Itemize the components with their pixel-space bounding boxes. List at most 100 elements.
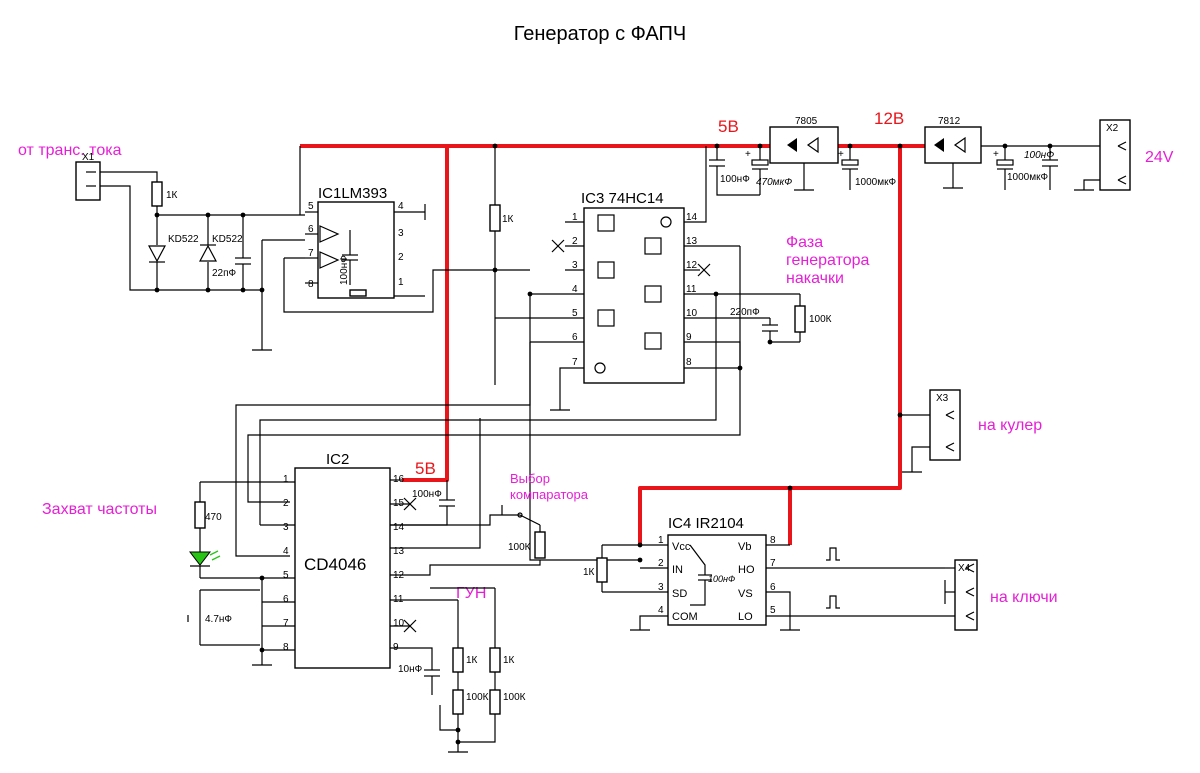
svg-text:100К: 100К <box>466 692 489 703</box>
svg-text:3: 3 <box>572 260 578 271</box>
label-24v: 24V <box>1145 149 1174 166</box>
svg-text:2: 2 <box>572 236 578 247</box>
svg-text:3: 3 <box>283 522 289 533</box>
svg-text:Vcc: Vcc <box>672 541 691 553</box>
regulator-7812[interactable] <box>924 126 982 164</box>
svg-text:1К: 1К <box>503 655 515 666</box>
svg-text:470: 470 <box>205 512 222 523</box>
ic4-body[interactable] <box>667 534 767 626</box>
comparator-switch[interactable] <box>519 514 541 526</box>
svg-text:6: 6 <box>770 582 776 593</box>
rail-12v-ic4 <box>638 146 902 545</box>
svg-text:1000мкФ: 1000мкФ <box>1007 172 1048 183</box>
svg-text:100К: 100К <box>508 542 531 553</box>
svg-text:VS: VS <box>738 588 753 600</box>
resistor-100k-comparator <box>534 531 546 559</box>
svg-text:7: 7 <box>572 357 578 368</box>
svg-text:100нФ: 100нФ <box>339 255 350 285</box>
svg-text:1: 1 <box>283 474 289 485</box>
ic1-body[interactable] <box>317 201 395 299</box>
label-5v-ic2: 5В <box>415 459 436 478</box>
input-section: X1 1К KD522 KD522 22пФ <box>75 152 305 351</box>
ic1-label: IC1LM393 <box>318 185 387 202</box>
svg-text:8: 8 <box>308 279 314 290</box>
resistor-100k-vco-2 <box>489 689 501 715</box>
cooler-section: X3 на кулер <box>897 389 1042 473</box>
resistor-470 <box>194 501 206 529</box>
svg-text:1К: 1К <box>502 214 514 225</box>
ic2-type-label: CD4046 <box>304 555 366 574</box>
connector-x3[interactable] <box>929 389 961 461</box>
ic3-body[interactable] <box>583 207 685 384</box>
diode-kd522-1 <box>148 245 166 263</box>
rail-5v-ic2 <box>402 146 449 482</box>
label-5v-top: 5В <box>718 117 739 136</box>
resistor-1k-vco-2 <box>489 647 501 673</box>
svg-text:KD522: KD522 <box>168 234 199 245</box>
svg-text:100нФ: 100нФ <box>708 574 735 584</box>
connector-x1-label: X1 <box>82 152 95 163</box>
svg-text:KD522: KD522 <box>212 234 243 245</box>
svg-text:1К: 1К <box>466 655 478 666</box>
svg-text:1: 1 <box>658 535 664 546</box>
svg-text:+: + <box>745 149 751 160</box>
svg-text:7: 7 <box>283 618 289 629</box>
label-comparator-select-1: Выбор <box>510 471 550 486</box>
regulator-7805-section: 100нФ + 470мкФ 7805 5В <box>709 116 839 196</box>
svg-text:X4: X4 <box>958 563 971 574</box>
label-12v: 12В <box>874 109 904 128</box>
output-section: X4 на ключи <box>944 559 1058 631</box>
svg-text:LO: LO <box>738 611 753 623</box>
ic2-body[interactable] <box>294 467 391 669</box>
label-to-switches: на ключи <box>990 589 1058 606</box>
svg-text:1К: 1К <box>583 567 595 578</box>
svg-text:3: 3 <box>398 228 404 239</box>
svg-text:8: 8 <box>283 642 289 653</box>
svg-text:11: 11 <box>686 284 697 295</box>
diagram-title: Генератор с ФАПЧ <box>514 23 686 45</box>
ic4-ir2104: IC4 IR2104 Vcc IN SD COM Vb HO VS LO 1 2… <box>583 485 955 631</box>
svg-text:14: 14 <box>393 522 405 533</box>
svg-text:1000мкФ: 1000мкФ <box>855 177 896 188</box>
svg-text:100нФ: 100нФ <box>720 174 750 185</box>
ic4-label: IC4 IR2104 <box>668 515 744 532</box>
svg-text:10нФ: 10нФ <box>398 664 423 675</box>
svg-text:10: 10 <box>393 618 405 629</box>
svg-text:4: 4 <box>572 284 578 295</box>
ic1-lm393: IC1LM393 5 6 7 8 4 3 2 1 100нФ <box>283 146 530 313</box>
ic3-label: IC3 74HC14 <box>581 190 664 207</box>
svg-text:4: 4 <box>658 605 664 616</box>
svg-text:+: + <box>838 149 844 160</box>
svg-text:12: 12 <box>686 260 698 271</box>
regulator-7805[interactable] <box>769 126 839 164</box>
svg-text:13: 13 <box>686 236 698 247</box>
svg-text:22пФ: 22пФ <box>212 268 237 279</box>
ic2-label: IC2 <box>326 451 349 468</box>
svg-text:3: 3 <box>658 582 664 593</box>
label-to-cooler: на кулер <box>978 417 1042 434</box>
svg-text:7812: 7812 <box>938 116 961 127</box>
svg-text:470мкФ: 470мкФ <box>756 177 792 188</box>
svg-text:7805: 7805 <box>795 116 818 127</box>
connector-x2[interactable] <box>1099 119 1131 191</box>
label-phase-2: генератора <box>786 252 870 269</box>
svg-text:5: 5 <box>572 308 578 319</box>
connector-x1[interactable] <box>75 161 101 201</box>
power-rails <box>300 144 925 545</box>
svg-text:4: 4 <box>283 546 289 557</box>
svg-text:4: 4 <box>398 201 404 212</box>
svg-text:6: 6 <box>572 332 578 343</box>
label-from-current-transformer: от транс. тока <box>18 142 122 159</box>
regulator-7812-section: 12В + 1000мкФ 7812 + 1000мкФ 100нФ X2 24… <box>838 109 1174 191</box>
svg-text:13: 13 <box>393 546 405 557</box>
svg-text:5: 5 <box>283 570 289 581</box>
svg-text:X2: X2 <box>1106 123 1119 134</box>
svg-text:5: 5 <box>770 605 776 616</box>
label-phase-3: накачки <box>786 270 844 287</box>
connector-x4[interactable] <box>954 559 978 631</box>
svg-text:COM: COM <box>672 611 698 623</box>
led-green <box>188 551 212 566</box>
svg-text:HO: HO <box>738 564 755 576</box>
ic2-cd4046: IC2 CD4046 1 2 3 4 5 6 7 8 16 15 14 13 1… <box>187 418 589 695</box>
